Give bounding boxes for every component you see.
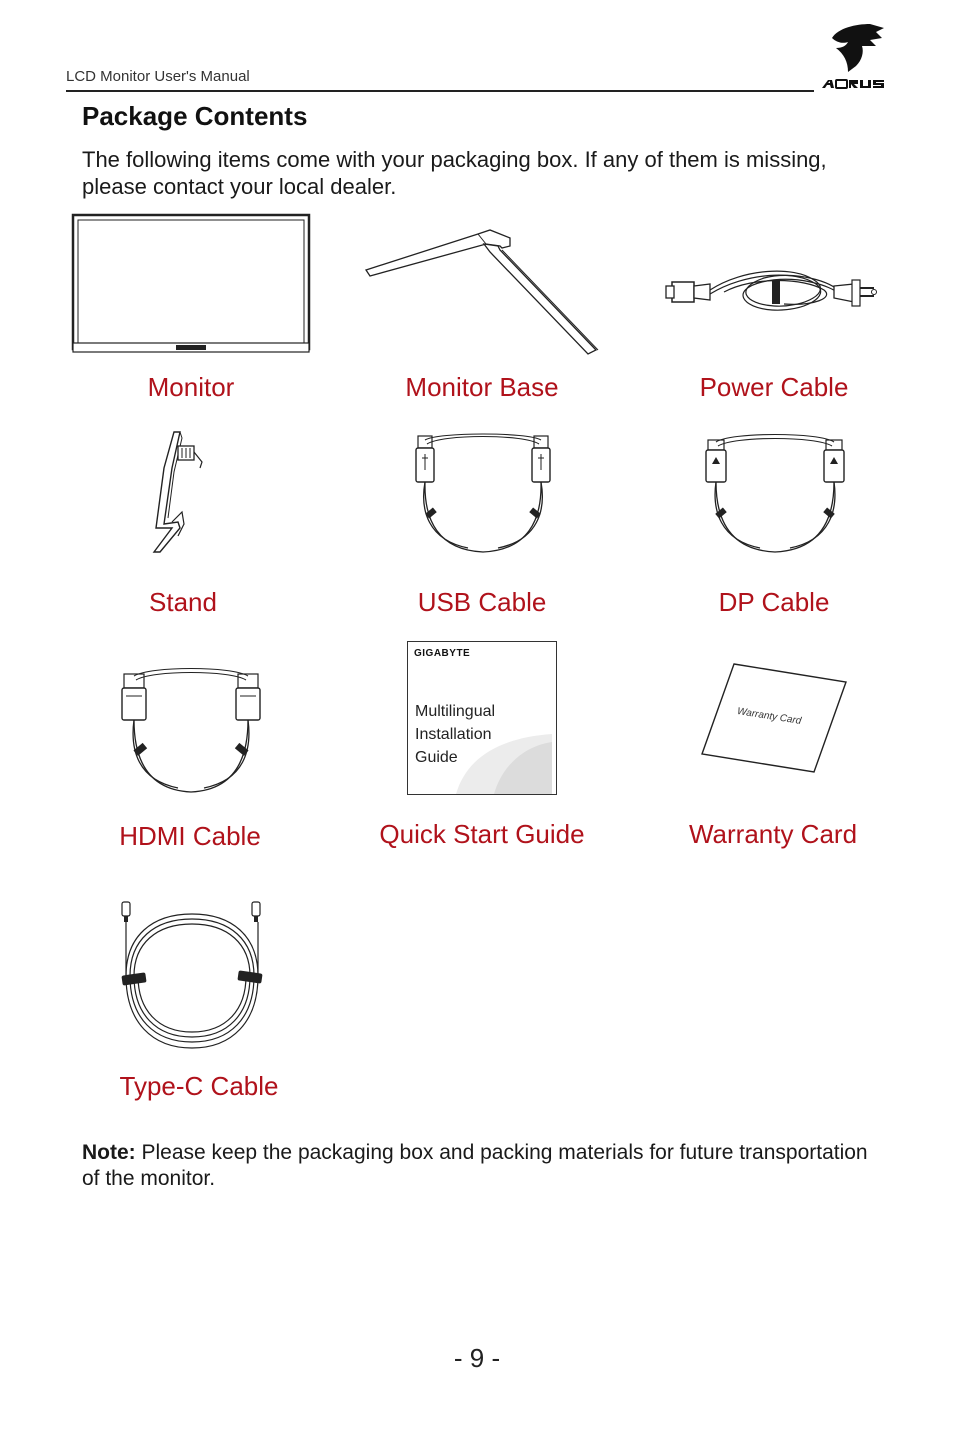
- item-label-hdmi-cable: HDMI Cable: [119, 821, 261, 851]
- note-label: Note:: [82, 1141, 136, 1164]
- dp-cable-icon: [705, 433, 845, 553]
- item-label-type-c-cable: Type-C Cable: [119, 1071, 279, 1101]
- guide-text-line2: Installation: [415, 726, 492, 743]
- item-label-usb-cable: USB Cable: [417, 587, 547, 617]
- item-label-power-cable: Power Cable: [699, 372, 849, 402]
- guide-text-line3: Guide: [415, 749, 458, 766]
- item-label-stand: Stand: [149, 587, 217, 617]
- quick-start-guide-icon: [407, 641, 557, 795]
- stand-icon: [152, 431, 203, 553]
- hdmi-cable-icon: [121, 668, 261, 793]
- item-label-monitor-base: Monitor Base: [405, 372, 559, 402]
- item-label-dp-cable: DP Cable: [718, 587, 830, 617]
- header-rule: [66, 90, 814, 92]
- item-label-monitor: Monitor: [147, 372, 235, 402]
- monitor-base-icon: [364, 229, 599, 355]
- note-text: Please keep the packaging box and packin…: [82, 1141, 868, 1190]
- section-intro: The following items come with your packa…: [82, 147, 827, 199]
- item-label-quick-start-guide: Quick Start Guide: [379, 819, 585, 849]
- page-number: - 9 -: [453, 1343, 501, 1373]
- guide-text-line1: Multilingual: [415, 703, 496, 720]
- guide-cover-text: Multilingual Installation Guide: [415, 700, 545, 769]
- guide-brand-logo: GIGABYTE: [414, 648, 471, 659]
- guide-curve-decoration: [456, 734, 552, 794]
- section-title: Package Contents: [82, 101, 308, 131]
- usb-cable-icon: [415, 433, 551, 553]
- manual-title: LCD Monitor User's Manual: [66, 68, 250, 85]
- type-c-cable-icon: [121, 901, 263, 1049]
- item-label-warranty-card: Warranty Card: [688, 819, 858, 849]
- warranty-card-icon: [701, 663, 847, 773]
- aorus-logo-icon: [822, 24, 884, 89]
- note-paragraph: Note: Please keep the packaging box and …: [82, 1140, 872, 1192]
- power-cable-icon: [665, 270, 877, 311]
- monitor-icon: [71, 213, 311, 353]
